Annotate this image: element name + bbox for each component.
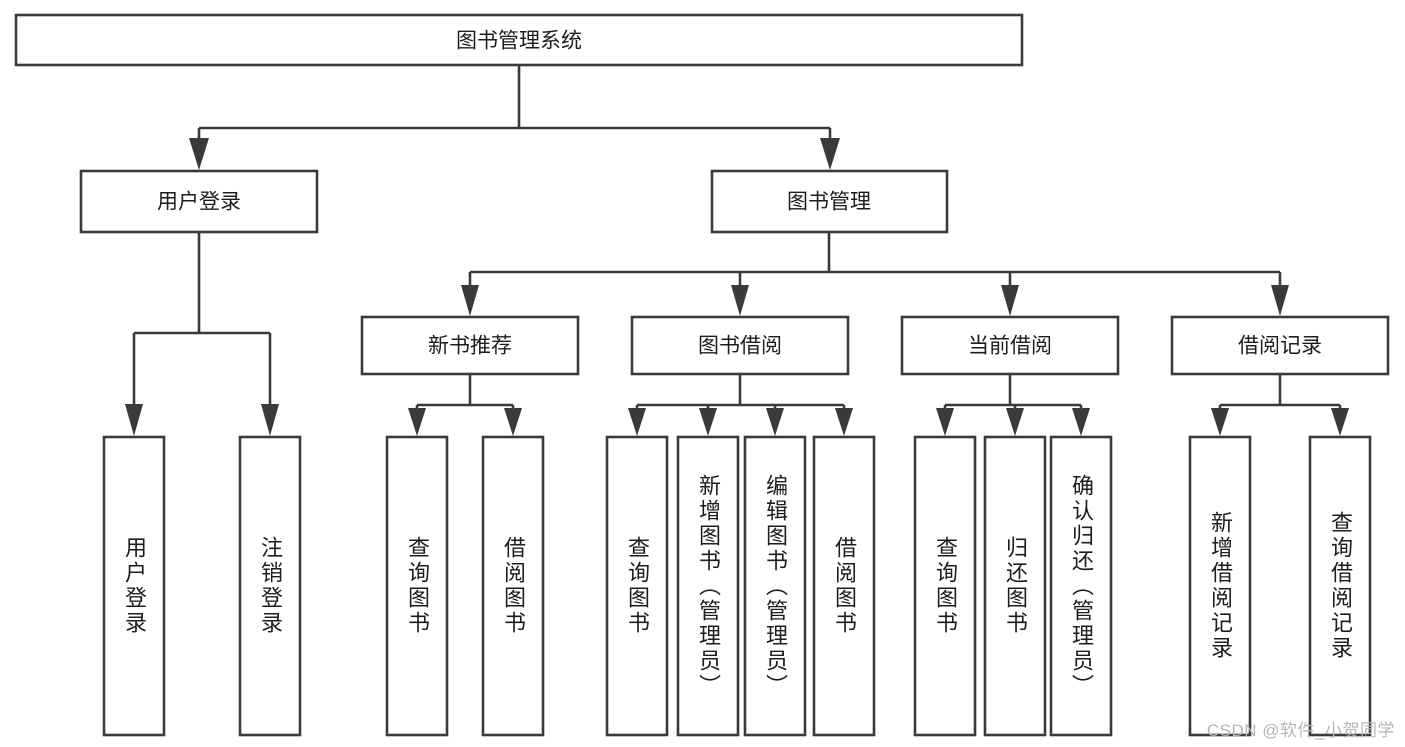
node-current-borrow-label: 当前借阅 bbox=[968, 335, 1052, 358]
leaf-query-book-borrow-box[interactable] bbox=[605, 435, 669, 737]
node-root[interactable]: 图书管理系统 bbox=[14, 13, 1024, 67]
arrow-head-icon bbox=[189, 138, 209, 170]
node-borrow-record-label: 借阅记录 bbox=[1238, 335, 1322, 358]
arrow-head-icon bbox=[1072, 408, 1090, 436]
node-user-login[interactable]: 用户登录 bbox=[79, 169, 319, 234]
arrow-head-icon bbox=[408, 408, 426, 436]
leaf-borrow-book-rec-box[interactable] bbox=[481, 435, 545, 737]
leaf-query-book-current-box[interactable] bbox=[913, 435, 977, 737]
node-current-borrow-box[interactable] bbox=[900, 315, 1120, 376]
connector-book-borrow-to-leaves bbox=[628, 374, 853, 436]
arrow-head-icon bbox=[835, 408, 853, 436]
leaf-edit-book-admin-box[interactable] bbox=[743, 435, 807, 737]
arrow-head-icon bbox=[261, 404, 279, 436]
connector-user-login-to-leaves bbox=[125, 232, 279, 436]
node-book-borrow-box[interactable] bbox=[630, 315, 850, 376]
connector-borrow-record-to-leaves bbox=[1211, 374, 1349, 436]
node-book-management-box[interactable] bbox=[710, 169, 949, 234]
arrow-head-icon bbox=[766, 408, 784, 436]
leaf-confirm-return-admin-box[interactable] bbox=[1049, 435, 1113, 737]
node-borrow-record[interactable]: 借阅记录 bbox=[1170, 315, 1390, 376]
arrow-head-icon bbox=[936, 408, 954, 436]
connector-current-borrow-to-leaves bbox=[936, 374, 1090, 436]
node-root-label: 图书管理系统 bbox=[456, 30, 582, 53]
arrow-head-icon bbox=[628, 408, 646, 436]
node-user-login-box[interactable] bbox=[79, 169, 319, 234]
node-user-login-label: 用户登录 bbox=[157, 191, 241, 214]
leaf-node-layer bbox=[102, 435, 1372, 737]
leaf-add-borrow-record-box[interactable] bbox=[1188, 435, 1252, 737]
leaf-query-borrow-record-box[interactable] bbox=[1308, 435, 1372, 737]
arrow-head-icon bbox=[1211, 408, 1229, 436]
arrow-head-icon bbox=[504, 408, 522, 436]
leaf-logout-login-box[interactable] bbox=[238, 435, 302, 737]
node-new-book-recommend-box[interactable] bbox=[360, 315, 580, 376]
leaf-query-book-rec-box[interactable] bbox=[385, 435, 449, 737]
leaf-borrow-book-box[interactable] bbox=[812, 435, 876, 737]
node-new-book-recommend-label: 新书推荐 bbox=[428, 335, 512, 358]
arrow-head-icon bbox=[699, 408, 717, 436]
connector-new-book-recommend-to-leaves bbox=[408, 374, 522, 436]
arrow-head-icon bbox=[820, 138, 840, 170]
arrow-head-icon bbox=[731, 285, 749, 316]
connector-book-management-to-level3 bbox=[461, 232, 1289, 316]
node-new-book-recommend[interactable]: 新书推荐 bbox=[360, 315, 580, 376]
node-book-management-label: 图书管理 bbox=[787, 191, 871, 214]
arrow-head-icon bbox=[125, 404, 143, 436]
arrow-head-icon bbox=[1006, 408, 1024, 436]
connector-root-to-level2 bbox=[189, 65, 840, 170]
node-book-borrow[interactable]: 图书借阅 bbox=[630, 315, 850, 376]
arrow-head-icon bbox=[461, 285, 479, 316]
arrow-head-icon bbox=[1001, 285, 1019, 316]
leaf-add-book-admin-box[interactable] bbox=[676, 435, 740, 737]
node-current-borrow[interactable]: 当前借阅 bbox=[900, 315, 1120, 376]
arrow-head-icon bbox=[1271, 285, 1289, 316]
node-book-borrow-label: 图书借阅 bbox=[698, 335, 782, 358]
leaf-return-book-box[interactable] bbox=[983, 435, 1047, 737]
leaf-user-login-box[interactable] bbox=[102, 435, 166, 737]
node-borrow-record-box[interactable] bbox=[1170, 315, 1390, 376]
node-root-box[interactable] bbox=[14, 13, 1024, 67]
connector-layer bbox=[125, 65, 1349, 436]
arrow-head-icon bbox=[1331, 408, 1349, 436]
node-book-management[interactable]: 图书管理 bbox=[710, 169, 949, 234]
